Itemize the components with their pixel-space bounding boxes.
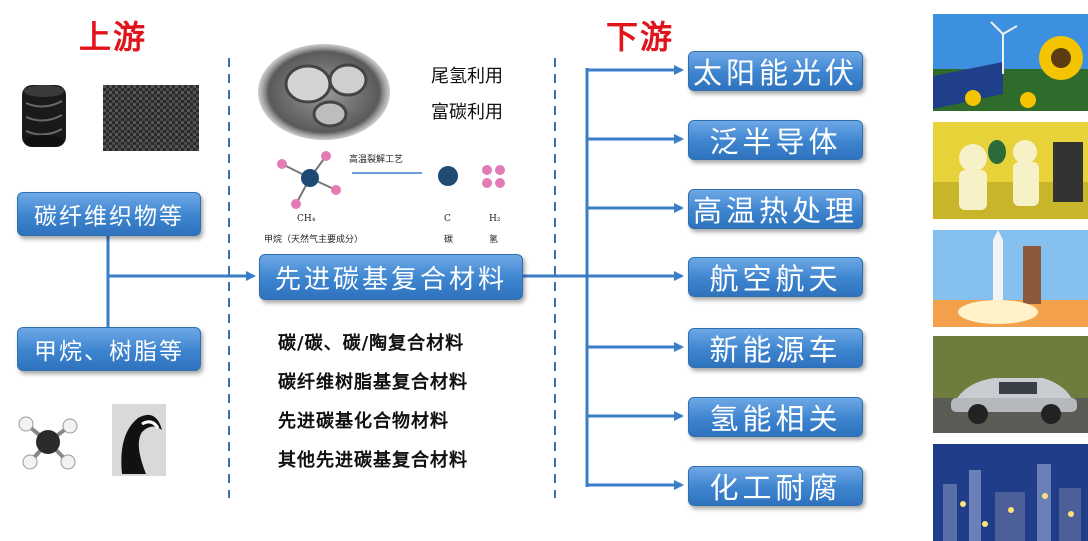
material-item-4: 其他先进碳基复合材料 xyxy=(278,450,468,471)
advanced-carbon-composite-box: 先进碳基复合材料 xyxy=(259,254,523,300)
app-box-heat-treatment: 高温热处理 xyxy=(688,189,863,229)
resin-image xyxy=(112,404,166,476)
upstream-heading: 上游 xyxy=(79,18,148,56)
material-item-3: 先进碳基化合物材料 xyxy=(278,411,449,432)
product2-name: 氢 xyxy=(489,235,499,245)
process-label: 高温裂解工艺 xyxy=(349,155,404,165)
app-box-new-energy-vehicle: 新能源车 xyxy=(688,328,863,368)
carbon-fabric-image xyxy=(103,85,199,151)
product2-formula: H₂ xyxy=(489,214,501,224)
vehicle-photo xyxy=(933,336,1088,433)
reactant-name: 甲烷（天然气主要成分） xyxy=(264,235,364,245)
reaction-line xyxy=(352,172,422,174)
app-box-aerospace: 航空航天 xyxy=(688,257,863,297)
hydrogen-molecule-diagram xyxy=(482,165,505,188)
methane-molecule-diagram xyxy=(277,151,341,209)
aerospace-photo xyxy=(933,230,1088,327)
carbon-microstructure-image xyxy=(258,44,390,140)
methane-resin-box: 甲烷、树脂等 xyxy=(17,327,201,371)
app-box-semiconductor: 泛半导体 xyxy=(688,120,863,160)
downstream-heading: 下游 xyxy=(606,18,675,56)
carbon-atom-diagram xyxy=(438,166,458,186)
app-box-chemical-corrosion: 化工耐腐 xyxy=(688,466,863,506)
carbon-rich-note: 富碳利用 xyxy=(431,102,503,123)
tail-hydrogen-note: 尾氢利用 xyxy=(431,66,503,87)
app-box-hydrogen-energy: 氢能相关 xyxy=(688,397,863,437)
solar-photo xyxy=(933,14,1088,111)
chemical-plant-photo xyxy=(933,444,1088,541)
carbon-fiber-fabric-box: 碳纤维织物等 xyxy=(17,192,201,236)
material-item-2: 碳纤维树脂基复合材料 xyxy=(278,372,468,393)
semiconductor-photo xyxy=(933,122,1088,219)
app-box-solar-pv: 太阳能光伏 xyxy=(688,51,863,91)
carbon-fiber-spool-image xyxy=(22,85,66,147)
reactant-formula: CH₄ xyxy=(297,214,316,224)
methane-model-image xyxy=(18,416,78,470)
product1-formula: C xyxy=(444,214,451,224)
product1-name: 碳 xyxy=(444,235,454,245)
material-item-1: 碳/碳、碳/陶复合材料 xyxy=(278,333,465,354)
